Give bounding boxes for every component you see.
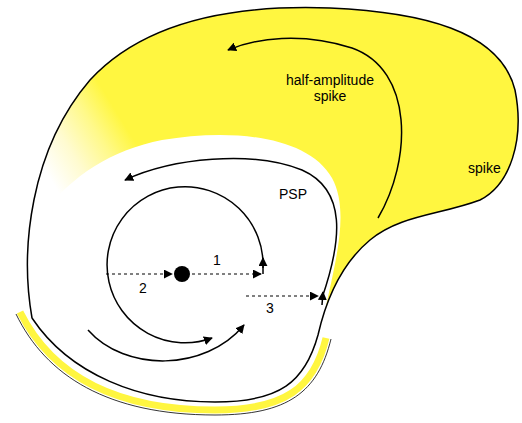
wave-label: PSP — [279, 186, 307, 202]
band-edge — [16, 314, 331, 415]
rest-region — [10, 135, 340, 423]
callout-number: 3 — [266, 300, 274, 316]
callout-number: 2 — [139, 280, 147, 296]
circuit-arrow — [262, 258, 264, 274]
circuit-arc — [107, 187, 263, 343]
wave-label: half-amplitude spike — [280, 72, 380, 104]
psp-arc — [125, 159, 337, 298]
callout-number: 1 — [213, 252, 221, 268]
region-label: spike — [468, 160, 501, 176]
dashed-arrow — [246, 296, 318, 297]
center-dot — [174, 266, 190, 282]
spike-band — [20, 312, 326, 410]
spike-arc — [228, 38, 402, 218]
lower-arc — [88, 325, 244, 361]
outline — [28, 8, 519, 402]
dashed-arrow — [192, 274, 261, 275]
dashed-arrow — [106, 274, 172, 275]
